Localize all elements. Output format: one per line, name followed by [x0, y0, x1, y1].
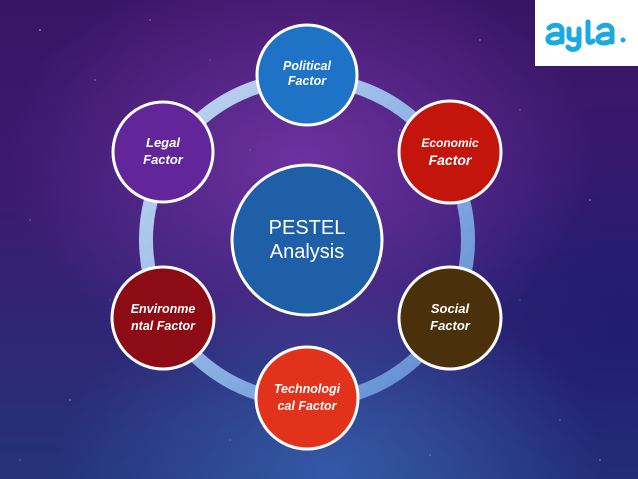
node-political-line1: Political: [283, 59, 331, 73]
ayla-logo-icon: [545, 19, 626, 52]
logo-box: [535, 0, 638, 66]
node-environmental-line1: Environme: [131, 302, 196, 316]
node-legal: Legal Factor: [111, 100, 215, 204]
node-technological-line2: cal Factor: [277, 399, 337, 413]
node-legal-line2: Factor: [143, 152, 184, 167]
node-social-line1: Social: [431, 301, 470, 316]
node-environmental-line2: ntal Factor: [131, 319, 196, 333]
node-environmental: Environme ntal Factor: [110, 265, 216, 371]
center-title-line2: Analysis: [270, 241, 344, 263]
node-political: Political Factor: [255, 23, 359, 127]
node-economic: Economic Factor: [397, 99, 503, 205]
node-technological: Technologi cal Factor: [254, 345, 360, 451]
node-technological-line1: Technologi: [274, 382, 341, 396]
center-title-line1: PESTEL: [269, 217, 346, 239]
node-social: Social Factor: [397, 265, 503, 371]
node-economic-line2: Factor: [429, 152, 473, 168]
node-political-line2: Factor: [288, 74, 327, 88]
center-circle: PESTEL Analysis: [230, 163, 384, 317]
node-legal-line1: Legal: [146, 135, 180, 150]
node-social-line2: Factor: [430, 318, 471, 333]
node-economic-line1: Economic: [421, 136, 479, 150]
